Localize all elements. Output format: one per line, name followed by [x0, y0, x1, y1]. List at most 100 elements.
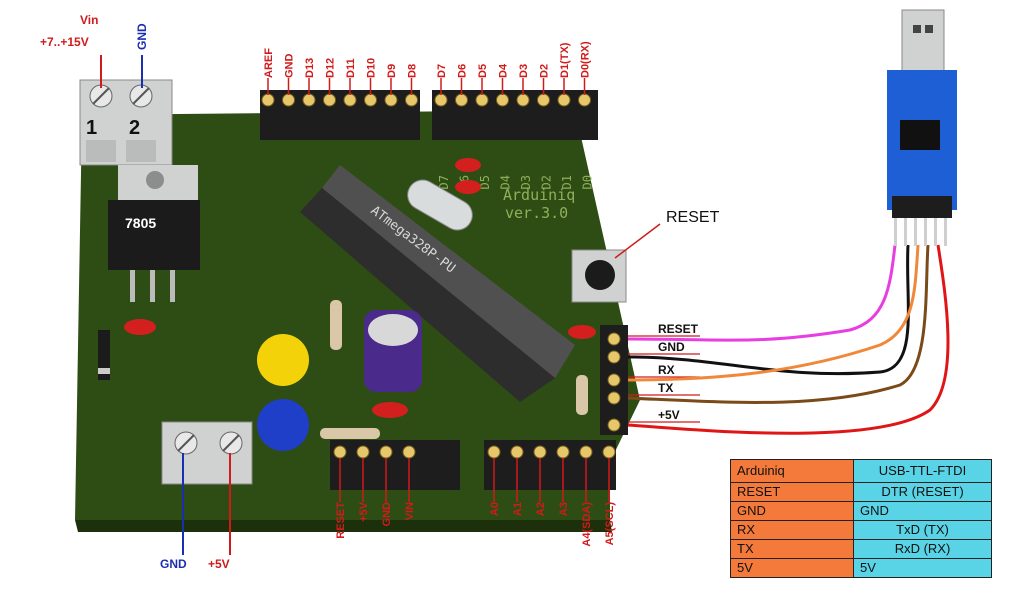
- table-header-arduiniq: Arduiniq: [730, 459, 854, 483]
- header-pin: [302, 93, 316, 107]
- header-pin: [556, 445, 570, 459]
- bottom-header-left: [330, 440, 460, 490]
- reset-button-label: RESET: [666, 209, 720, 226]
- pin-label: D6: [457, 64, 469, 78]
- wire-gnd: [627, 244, 910, 376]
- pin-label: GND: [284, 54, 296, 79]
- pin-label: D12: [325, 58, 337, 78]
- table-row: RESET DTR (RESET): [730, 482, 992, 502]
- header-pin: [557, 93, 571, 107]
- table-cell: RX: [730, 520, 854, 540]
- pcb-board: [75, 110, 640, 520]
- table-cell: GND: [853, 501, 992, 521]
- pin-label: D3: [518, 64, 530, 78]
- table-cell: TxD (TX): [853, 520, 992, 540]
- header-pin: [384, 93, 398, 107]
- pin-label: A2: [535, 502, 547, 516]
- ftdi-header-pins: [607, 332, 621, 432]
- pin-label: A0: [489, 502, 501, 516]
- pin-label: D9: [386, 64, 398, 78]
- bottom-header-right-pins: A0 A1 A2 A3 A4(SDA) A5(SCL): [487, 445, 616, 547]
- silk-pin-label: D0: [581, 175, 595, 189]
- table-header-row: Arduiniq USB-TTL-FTDI: [730, 459, 992, 483]
- header-pin: [496, 93, 509, 107]
- reset-button[interactable]: [571, 249, 627, 303]
- header-pin: [356, 445, 370, 459]
- silk-board-name: Arduiniq: [503, 186, 575, 204]
- table-cell: DTR (RESET): [853, 482, 992, 502]
- header-pin: [434, 93, 448, 107]
- pin-label: AREF: [263, 48, 275, 78]
- wire-tx: [627, 244, 930, 404]
- ftdi-pin: [607, 391, 621, 405]
- table-cell: RESET: [730, 482, 854, 502]
- header-pin: [602, 445, 616, 459]
- pin-label: A1: [512, 502, 524, 516]
- silk-pin-label: D4: [499, 175, 513, 189]
- vin-label: Vin: [80, 13, 98, 27]
- pin-label: D2: [539, 64, 551, 78]
- header-pin: [533, 445, 547, 459]
- header-pin: [516, 93, 530, 107]
- pin-label: D5: [477, 64, 489, 78]
- voltage-regulator: 7805: [108, 165, 200, 302]
- pin-label: D8: [407, 64, 419, 78]
- ftdi-pin-label: +5V: [658, 408, 680, 422]
- table-row: RX TxD (TX): [730, 520, 992, 540]
- pin-label: D11: [345, 58, 357, 78]
- ftdi-pin: [607, 373, 621, 387]
- silk-board-version: ver.3.0: [505, 204, 568, 222]
- wire-rx: [627, 244, 920, 382]
- header-pin: [578, 93, 591, 107]
- pin-label: A4(SDA): [581, 502, 593, 547]
- gnd-top-label: GND: [135, 23, 149, 50]
- regulator-label: 7805: [125, 215, 156, 231]
- table-cell: RxD (RX): [853, 539, 992, 559]
- ftdi-pin-row: [894, 218, 947, 246]
- pin-label: RESET: [335, 502, 347, 539]
- silk-pin-label: D1: [560, 175, 574, 189]
- silk-pin-label: D2: [540, 175, 554, 189]
- silk-pin-label: D7: [437, 175, 451, 189]
- power-terminal-block: 1 2: [79, 79, 173, 166]
- bottom-header-right: [484, 440, 616, 490]
- pin-label: D10: [366, 58, 378, 78]
- ftdi-pin-label: RX: [658, 363, 675, 377]
- table-cell: TX: [730, 539, 854, 559]
- header-pin: [261, 93, 275, 107]
- silk-pin-label: D5: [478, 175, 492, 189]
- ftdi-pin-label: RESET: [658, 322, 699, 336]
- header-pin: [537, 93, 550, 107]
- pin-label: GND: [381, 502, 393, 527]
- pin-label: D4: [498, 63, 510, 78]
- table-row: GND GND: [730, 501, 992, 521]
- pin-label: A5(SCL): [604, 502, 616, 546]
- pin-label: A3: [558, 502, 570, 516]
- pcb-board-edge: [75, 520, 612, 532]
- pin-label: D1(TX): [559, 42, 571, 78]
- header-pin: [510, 445, 524, 459]
- table-cell: 5V: [730, 558, 854, 578]
- wires: [627, 244, 950, 435]
- header-pin: [405, 93, 418, 107]
- pin-mapping-table: Arduiniq USB-TTL-FTDI RESET DTR (RESET) …: [730, 459, 992, 578]
- silk-pin-label: D3: [519, 175, 533, 189]
- bottom-gnd-label: GND: [160, 557, 187, 571]
- bottom-power-terminal: [161, 421, 253, 485]
- bottom-5v-label: +5V: [208, 557, 230, 571]
- pin-label: +5V: [358, 501, 370, 522]
- ftdi-pin: [607, 332, 621, 346]
- header-pin: [323, 93, 336, 107]
- ftdi-pin-label: TX: [658, 381, 673, 395]
- pin-label: D13: [304, 58, 316, 78]
- terminal-pin2-label: 2: [129, 117, 140, 139]
- header-pin: [455, 93, 468, 107]
- wire-5v: [627, 244, 950, 435]
- header-pin: [333, 445, 347, 459]
- header-pin: [364, 93, 377, 107]
- wire-reset: [627, 244, 897, 342]
- table-cell: 5V: [853, 558, 992, 578]
- header-pin: [579, 445, 593, 459]
